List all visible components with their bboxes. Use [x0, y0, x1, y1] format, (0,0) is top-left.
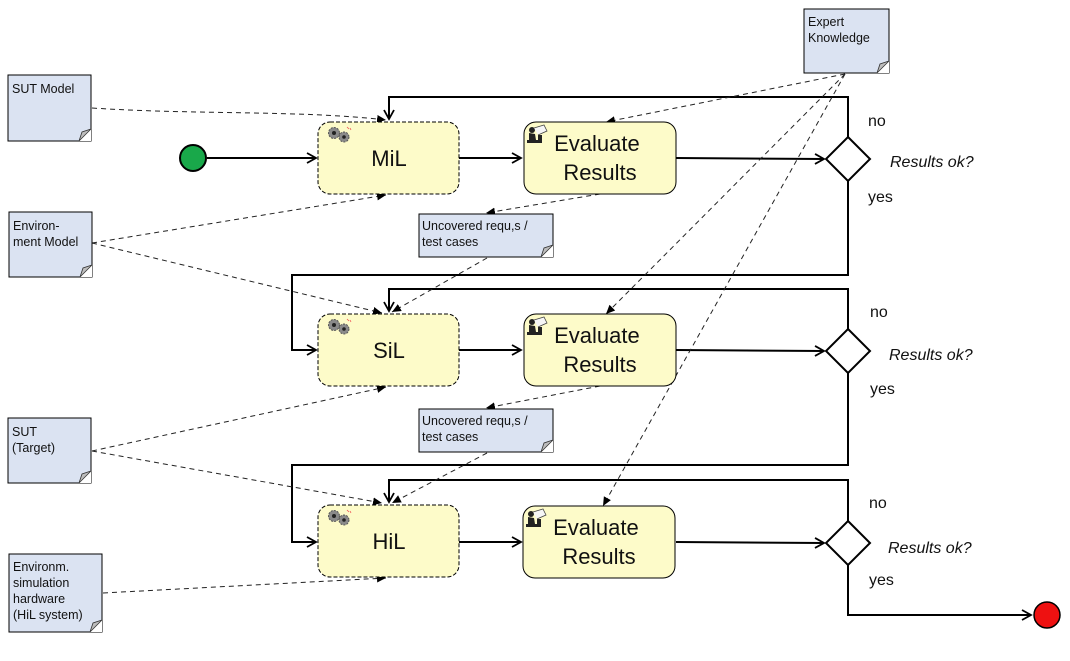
note-line: SUT — [12, 425, 37, 439]
evaluate-line: Results — [563, 160, 636, 185]
evaluate-line: Evaluate — [554, 131, 640, 156]
decision-3[interactable]: no Results ok? yes — [824, 495, 972, 589]
svg-text:Evaluate Results: Evaluate Results — [554, 323, 646, 377]
decision-1[interactable]: no Results ok? yes — [824, 113, 974, 206]
svg-text:Uncovered requ,s / test: Uncovered requ,s / test cases — [422, 414, 531, 444]
note-line: hardware — [13, 592, 65, 606]
note-line: test cases — [422, 430, 478, 444]
process-hil[interactable]: HiL — [317, 504, 460, 578]
process-label: MiL — [371, 146, 406, 171]
note-line: Expert — [808, 15, 845, 29]
note-environment-model[interactable]: Environ- ment Model — [8, 211, 93, 278]
evaluate-results-2[interactable]: Evaluate Results — [523, 313, 677, 387]
data-flow — [91, 73, 846, 594]
dflow-uncovered1-sil — [391, 257, 488, 313]
evaluate-line: Results — [563, 352, 636, 377]
note-line: (Target) — [12, 441, 55, 455]
svg-text:Evaluate Results: Evaluate Results — [553, 515, 645, 569]
note-line: ment Model — [13, 235, 78, 249]
svg-text:Environm. simulation: Environm. simulation hardware (HiL syste… — [13, 560, 83, 622]
note-line: Environ- — [13, 219, 60, 233]
flow-eval2-to-decision — [675, 345, 826, 357]
evaluate-results-3[interactable]: Evaluate Results — [522, 505, 676, 579]
note-sut-model[interactable]: SUT Model — [7, 74, 92, 142]
svg-text:SUT (Target): SUT (Target) — [12, 425, 55, 455]
note-uncovered-2[interactable]: Uncovered requ,s / test cases — [418, 408, 554, 453]
flow-decision1-yes — [291, 181, 849, 356]
dflow-expert-eval3 — [602, 73, 846, 507]
note-line: Knowledge — [808, 31, 870, 45]
evaluate-line: Evaluate — [554, 323, 640, 348]
decision-yes-label: yes — [869, 572, 894, 589]
decision-yes-label: yes — [870, 381, 895, 398]
flow-decision3-no — [383, 479, 849, 521]
process-sil[interactable]: SiL — [317, 313, 460, 387]
evaluate-line: Results — [562, 544, 635, 569]
decision-question: Results ok? — [888, 540, 972, 557]
flow-decision1-no — [383, 96, 849, 137]
start-node[interactable] — [179, 144, 207, 172]
flow-decision2-yes — [291, 373, 849, 548]
dflow-expert-eval2 — [605, 73, 846, 315]
evaluate-line: Evaluate — [553, 515, 639, 540]
dflow-target-hil — [91, 450, 383, 506]
dflow-sutmodel-mil — [91, 107, 387, 123]
end-node[interactable] — [1033, 601, 1061, 629]
decision-2[interactable]: no Results ok? yes — [824, 304, 973, 398]
decision-no-label: no — [870, 304, 888, 321]
dflow-target-sil — [91, 385, 387, 452]
dflow-eval2-uncovered — [485, 385, 601, 411]
note-line: Environm. — [13, 560, 69, 574]
evaluate-results-1[interactable]: Evaluate Results — [523, 121, 677, 195]
process-label: SiL — [373, 338, 405, 363]
note-sut-target[interactable]: SUT (Target) — [7, 417, 92, 484]
note-line: Uncovered requ,s / — [422, 219, 528, 233]
note-line: (HiL system) — [13, 608, 83, 622]
dflow-uncovered2-hil — [391, 452, 488, 504]
note-env-sim-hardware[interactable]: Environm. simulation hardware (HiL syste… — [8, 553, 103, 633]
flow-decision3-yes — [847, 565, 1033, 621]
note-expert-knowledge[interactable]: Expert Knowledge — [803, 8, 890, 74]
control-flow — [207, 96, 1033, 621]
note-line: test cases — [422, 235, 478, 249]
process-label: HiL — [372, 529, 405, 554]
dflow-eval1-uncovered — [485, 193, 601, 216]
svg-text:Evaluate Results: Evaluate Results — [554, 131, 646, 185]
note-uncovered-1[interactable]: Uncovered requ,s / test cases — [418, 213, 554, 258]
svg-text:Expert Knowledge: Expert Knowledge — [808, 15, 870, 45]
dflow-envhw-hil — [102, 574, 387, 594]
flow-eval1-to-decision — [675, 153, 826, 165]
flow-eval3-to-decision — [675, 537, 826, 549]
decision-question: Results ok? — [889, 347, 973, 364]
flow-decision2-no — [383, 288, 849, 329]
note-line: simulation — [13, 576, 69, 590]
decision-yes-label: yes — [868, 189, 893, 206]
dflow-envmodel-sil — [91, 242, 383, 315]
decision-question: Results ok? — [890, 154, 974, 171]
note-line: SUT Model — [12, 82, 74, 96]
dflow-envmodel-mil — [91, 192, 387, 244]
svg-text:Environ- ment Model: Environ- ment Model — [13, 219, 78, 249]
dflow-expert-eval1 — [605, 73, 846, 125]
svg-text:Uncovered requ,s / test: Uncovered requ,s / test cases — [422, 219, 531, 249]
note-line: Uncovered requ,s / — [422, 414, 528, 428]
decision-no-label: no — [868, 113, 886, 130]
decision-no-label: no — [869, 495, 887, 512]
process-mil[interactable]: MiL — [317, 121, 460, 195]
svg-text:SUT Model: SUT Model — [12, 82, 74, 96]
